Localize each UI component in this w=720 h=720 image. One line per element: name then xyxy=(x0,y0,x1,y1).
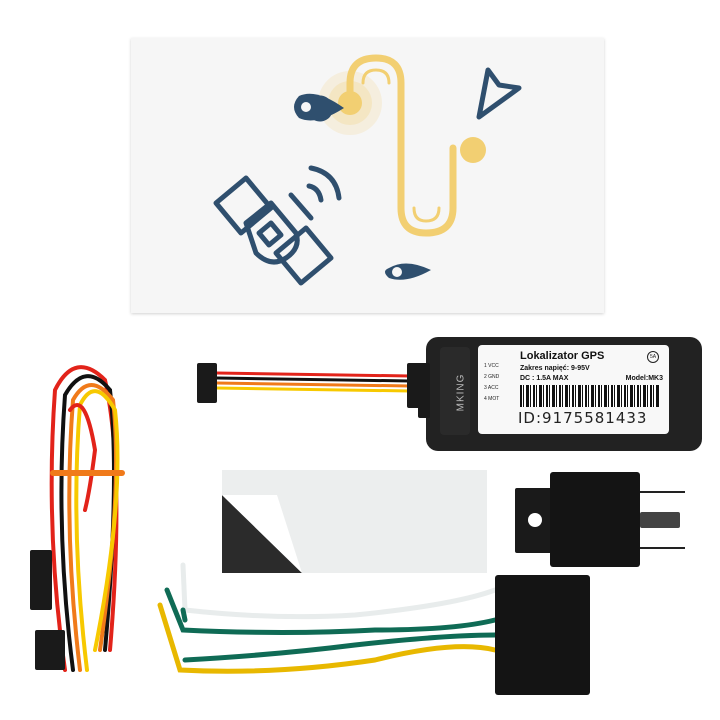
pin-vcc: 1 VCC xyxy=(484,363,499,369)
gps-tracker-device: MKING 1 VCC 2 GND 3 ACC 4 MOT Lokalizato… xyxy=(418,333,705,455)
pin-mot: 4 MOT xyxy=(484,396,500,402)
illustration-card xyxy=(131,38,604,313)
pin-list: 1 VCC 2 GND 3 ACC 4 MOT xyxy=(484,361,499,405)
brand-name: MKING xyxy=(455,373,467,412)
pin-gnd: 2 GND xyxy=(484,374,500,380)
connector-cable xyxy=(195,358,425,408)
device-id: ID:9175581433 xyxy=(518,409,648,427)
current-rating: DC : 1.5A MAX xyxy=(520,375,569,382)
device-label: 1 VCC 2 GND 3 ACC 4 MOT Lokalizator GPS … xyxy=(478,345,669,434)
pin-acc: 3 ACC xyxy=(484,385,499,391)
voltage-range: Zakres napięć: 9-95V xyxy=(520,365,590,372)
wire-bundle-icon xyxy=(30,365,125,672)
peeled-corner-icon xyxy=(222,495,302,573)
model-number: Model:MK3 xyxy=(625,375,663,382)
label-title: Lokalizator GPS xyxy=(520,350,605,362)
relay-icon xyxy=(515,472,685,567)
barcode xyxy=(520,385,660,407)
ce-mark: 5A xyxy=(647,351,659,363)
wiring-harness xyxy=(25,350,145,700)
adhesive-pad xyxy=(222,470,487,573)
connector-plug-icon xyxy=(197,363,423,408)
relay-socket-icon xyxy=(157,562,590,695)
relay-socket-with-wires xyxy=(155,560,595,700)
gps-illustration-icon xyxy=(213,54,522,286)
brand-plate: MKING xyxy=(440,347,470,435)
relay xyxy=(515,470,695,570)
